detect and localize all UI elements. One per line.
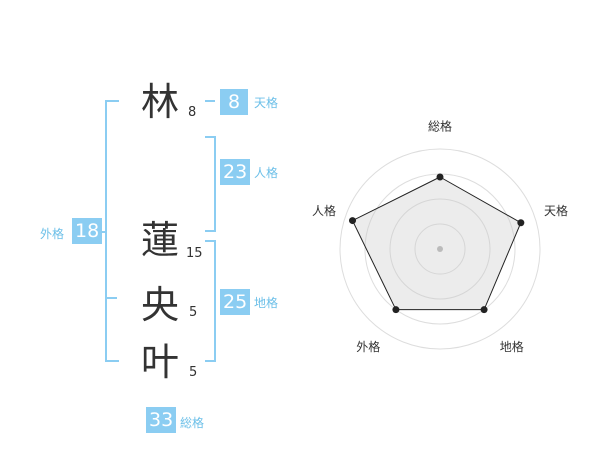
radar-axis-label-5: 人格 [312, 203, 336, 218]
stroke-count-1: 8 [188, 105, 197, 120]
chikaku-value-badge: 25 [220, 289, 251, 315]
radar-grid-ring [414, 223, 466, 275]
gaikaku-bracket-tick [105, 297, 117, 299]
soukaku-label: 総格 [180, 416, 205, 430]
gaikaku-value-badge: 18 [72, 218, 103, 244]
radar-axis-label-1: 総格 [428, 119, 452, 134]
chikaku-bracket [205, 240, 216, 362]
radar-data-polygon [351, 176, 522, 311]
stroke-count-3: 5 [189, 305, 198, 320]
radar-grid-ring [339, 148, 541, 350]
tenkaku-value-badge: 8 [220, 89, 248, 115]
name-char-2: 蓮 [140, 218, 179, 262]
radar-point-1 [436, 173, 444, 181]
radar-point-5 [349, 217, 357, 225]
jinkaku-value-badge: 23 [220, 159, 251, 185]
radar-axis-label-4: 外格 [356, 339, 380, 354]
radar-axis-label-3: 地格 [500, 339, 524, 354]
stroke-count-4: 5 [189, 365, 198, 380]
name-char-3: 央 [140, 283, 179, 327]
stroke-count-2: 15 [186, 246, 203, 261]
radar-point-4 [392, 306, 400, 314]
jinkaku-label: 人格 [254, 166, 279, 180]
gaikaku-bracket [105, 100, 119, 362]
tenkaku-bracket [205, 100, 215, 102]
jinkaku-bracket [205, 136, 216, 232]
chikaku-label: 地格 [254, 296, 279, 310]
radar-point-2 [517, 219, 525, 227]
radar-axis-label-2: 天格 [544, 203, 568, 218]
radar-center-dot [437, 246, 443, 252]
gaikaku-label: 外格 [40, 227, 65, 241]
radar-grid-ring [389, 198, 491, 300]
tenkaku-label: 天格 [254, 96, 279, 110]
name-char-1: 林 [140, 80, 179, 124]
radar-point-3 [480, 306, 488, 314]
soukaku-value-badge: 33 [146, 407, 177, 433]
name-char-4: 叶 [140, 340, 179, 384]
